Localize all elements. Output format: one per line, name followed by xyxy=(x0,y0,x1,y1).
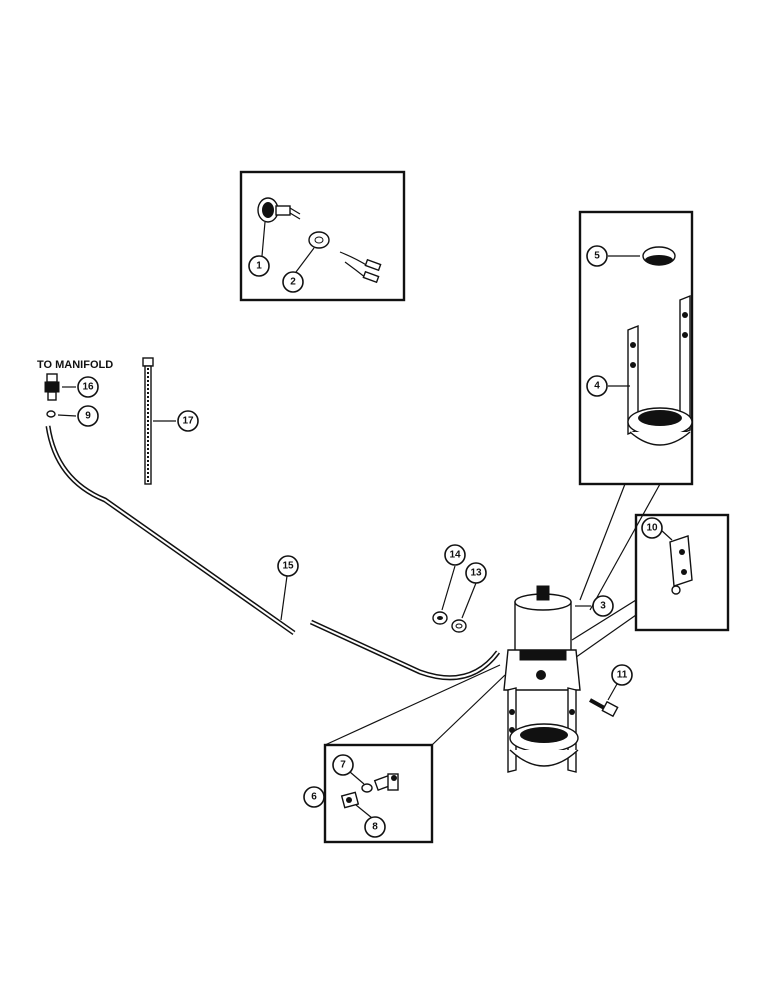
callout-5-label: 5 xyxy=(594,251,600,262)
callout-2-label: 2 xyxy=(290,277,296,288)
callout-5: 5 xyxy=(586,245,608,267)
filter-assembly xyxy=(503,585,581,773)
callout-13: 13 xyxy=(465,562,487,584)
inset-box-sensor xyxy=(239,170,406,302)
to-manifold-label: TO MANIFOLD xyxy=(37,359,113,371)
nut-14-part xyxy=(432,611,448,625)
callout-2: 2 xyxy=(282,271,304,293)
cable-tie-part xyxy=(142,357,154,485)
callout-15-label: 15 xyxy=(282,561,294,572)
callout-8: 8 xyxy=(364,816,386,838)
callout-9: 9 xyxy=(77,405,99,427)
fitting-part xyxy=(44,373,60,401)
tube-part xyxy=(45,425,501,681)
inset-box-fittings xyxy=(323,743,434,844)
callout-10: 10 xyxy=(641,517,663,539)
callout-16-label: 16 xyxy=(82,382,94,393)
callout-3: 3 xyxy=(592,595,614,617)
wire-terminals xyxy=(339,251,382,284)
inset-box-strap xyxy=(634,513,730,632)
callout-8-label: 8 xyxy=(372,822,378,833)
callout-10-label: 10 xyxy=(646,523,658,534)
callout-9-label: 9 xyxy=(85,411,91,422)
callout-7: 7 xyxy=(332,754,354,776)
bracket-part xyxy=(627,294,693,446)
elbow-fitting-part xyxy=(373,773,399,791)
callout-6-label: 6 xyxy=(311,792,317,803)
callout-4-label: 4 xyxy=(594,381,600,392)
callout-14-label: 14 xyxy=(449,550,461,561)
sensor-part xyxy=(257,197,301,223)
callout-4: 4 xyxy=(586,375,608,397)
callout-7-label: 7 xyxy=(340,760,346,771)
nut-8-part xyxy=(340,791,360,809)
nut-part xyxy=(308,231,330,249)
callout-16: 16 xyxy=(77,376,99,398)
callout-13-label: 13 xyxy=(470,568,482,579)
washer-part xyxy=(46,410,56,418)
strap-part xyxy=(669,535,693,595)
callout-6: 6 xyxy=(303,786,325,808)
callout-3-label: 3 xyxy=(600,601,606,612)
washer-13-part xyxy=(451,619,467,633)
grommet-part xyxy=(642,246,676,266)
callout-17-label: 17 xyxy=(182,416,194,427)
callout-1: 1 xyxy=(248,255,270,277)
callout-11: 11 xyxy=(611,664,633,686)
callout-14: 14 xyxy=(444,544,466,566)
sleeve-part xyxy=(361,783,373,793)
bolt-part xyxy=(589,698,619,718)
callout-15: 15 xyxy=(277,555,299,577)
callout-17: 17 xyxy=(177,410,199,432)
callout-11-label: 11 xyxy=(617,670,628,681)
inset-box-bracket xyxy=(578,210,694,486)
callout-1-label: 1 xyxy=(256,261,262,272)
